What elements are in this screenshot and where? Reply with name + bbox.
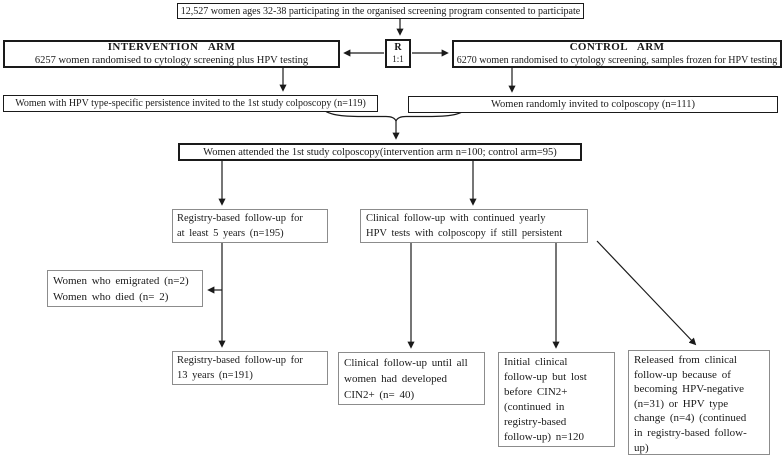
randomly-invited-box: Women randomly invited to colposcopy (n=… — [408, 96, 778, 113]
randomization-ratio: 1:1 — [392, 54, 404, 64]
attended-colposcopy-box: Women attended the 1st study colposcopy(… — [178, 143, 582, 161]
registry-followup-13y-box: Registry-based follow-up for 13 years (n… — [172, 351, 328, 385]
randomization-letter: R — [394, 42, 402, 53]
intervention-arm-subtitle: 6257 women randomised to cytology screen… — [34, 55, 309, 66]
control-arm-box: CONTROL ARM 6270 women randomised to cyt… — [452, 40, 782, 68]
randomization-box: R 1:1 — [385, 39, 411, 68]
emigrated-died-box: Women who emigrated (n=2) Women who died… — [47, 270, 203, 307]
released-from-followup-box: Released from clinical follow-up because… — [628, 350, 770, 455]
intervention-arm-title: INTERVENTION ARM — [107, 41, 236, 53]
cin2-followup-box: Clinical follow-up until all women had d… — [338, 352, 485, 405]
consented-box: 12,527 women ages 32-38 participating in… — [177, 3, 584, 19]
registry-followup-5y-box: Registry-based follow-up for at least 5 … — [172, 209, 328, 243]
intervention-arm-box: INTERVENTION ARM 6257 women randomised t… — [3, 40, 340, 68]
hpv-persistence-box: Women with HPV type-specific persistence… — [3, 95, 378, 112]
initial-clinical-box: Initial clinical follow-up but lost befo… — [498, 352, 615, 447]
control-arm-subtitle: 6270 women randomised to cytology screen… — [456, 55, 778, 66]
control-arm-title: CONTROL ARM — [569, 41, 665, 53]
clinical-followup-box: Clinical follow-up with continued yearly… — [360, 209, 588, 243]
